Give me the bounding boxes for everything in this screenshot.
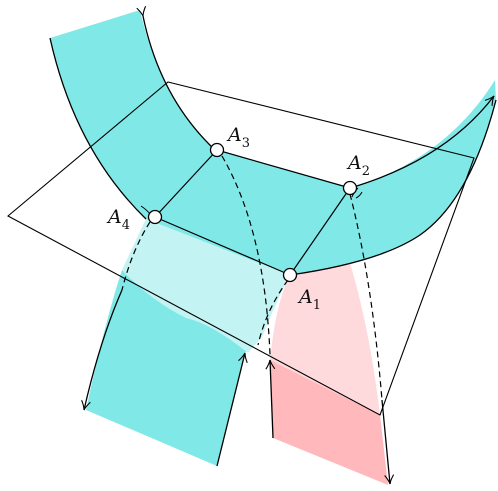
point-a2	[342, 180, 358, 196]
pink-strand-left-edge	[265, 359, 276, 439]
band-outer-edge	[136, 6, 216, 151]
left-strand-outer-edge	[81, 289, 123, 411]
band-light-region	[122, 219, 290, 353]
dashed-a2	[349, 193, 383, 401]
chord-a4-a3	[154, 149, 218, 218]
band-inner-edge	[49, 37, 147, 220]
point-a3	[209, 142, 225, 158]
pink-light-region	[270, 263, 380, 415]
point-a4	[147, 209, 163, 225]
pink-strand-lower	[270, 360, 388, 485]
chord-a4-a1	[154, 216, 291, 276]
label-a4: A4	[106, 206, 130, 233]
point-a1	[282, 267, 298, 283]
plane-outline	[7, 81, 475, 416]
label-a2: A2	[346, 152, 370, 179]
dashed-a4	[121, 221, 151, 291]
label-a3: A3	[226, 124, 250, 151]
label-a1: A1	[297, 286, 321, 313]
chord-a3-a2	[216, 149, 351, 189]
dashed-a3	[221, 155, 271, 356]
band-right-upper-edge	[349, 95, 495, 189]
left-strand-inner-edge	[216, 352, 248, 467]
chord-a1-a2	[289, 187, 351, 276]
dashed-a1	[257, 279, 289, 346]
main-band	[50, 10, 496, 275]
band-right-lower-edge	[289, 99, 497, 276]
pink-strand-right-edge	[381, 399, 395, 485]
